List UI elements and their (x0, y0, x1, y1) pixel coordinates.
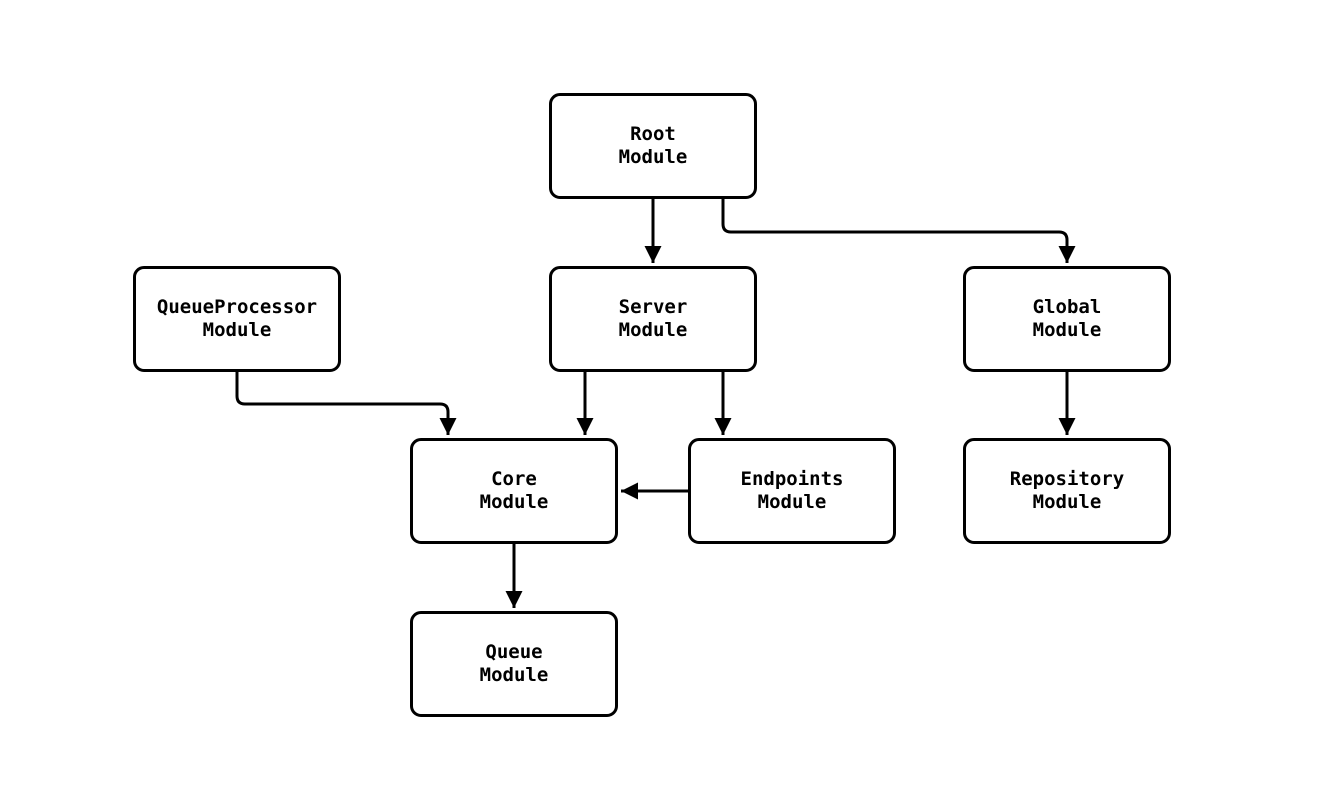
node-repository-module: Repository Module (963, 438, 1171, 544)
node-server-module: Server Module (549, 266, 757, 372)
edge-queueprocessor-to-core (235, 372, 457, 435)
node-core-module: Core Module (410, 438, 618, 544)
node-root-module: Root Module (549, 93, 757, 199)
node-queueprocessor-module: QueueProcessor Module (133, 266, 341, 372)
edge-root-to-global (721, 199, 1076, 263)
node-queue-module: Queue Module (410, 611, 618, 717)
node-global-module: Global Module (963, 266, 1171, 372)
node-endpoints-module: Endpoints Module (688, 438, 896, 544)
